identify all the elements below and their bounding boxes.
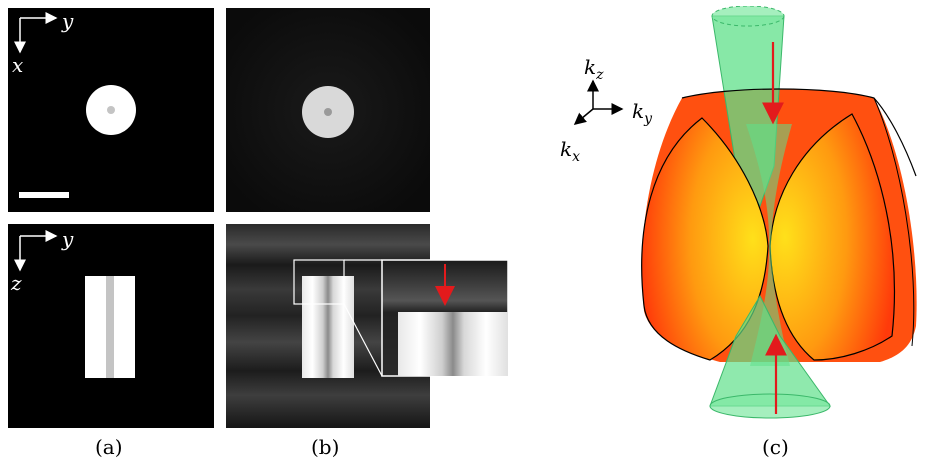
k-axes: kz ky kx — [560, 55, 653, 165]
shell-rim — [681, 88, 917, 177]
kx-label: kx — [560, 137, 580, 165]
upper-cone-rim — [711, 5, 785, 27]
inset-cylinder-edge — [398, 312, 508, 376]
panel-a-top: y x — [8, 8, 214, 212]
kspace-figure: kz ky kx — [560, 5, 917, 419]
panel-a-top-figure: y x — [12, 9, 136, 198]
reconstructed-cylinder — [302, 276, 354, 378]
reconstructed-disk-center — [324, 108, 332, 116]
panel-b-bottom-figure — [226, 224, 509, 428]
axis-label-z: z — [10, 271, 22, 295]
shell-edge — [873, 97, 915, 347]
caption-b: (b) — [311, 435, 340, 459]
right-cap — [769, 113, 896, 361]
zoom-region-box — [293, 259, 345, 305]
panel-b-bottom — [226, 224, 509, 428]
axis-label-y: y — [61, 9, 74, 33]
panel-b-top — [226, 8, 430, 212]
panel-c: kz ky kx — [540, 5, 938, 428]
panel-b-top-figure — [226, 8, 430, 212]
axis-label-x: x — [12, 53, 23, 77]
caption-a: (a) — [95, 435, 123, 459]
disk-center — [107, 106, 115, 114]
left-cap — [641, 117, 769, 361]
axis-label-y: y — [61, 227, 74, 251]
panel-a-bottom-figure: y z — [10, 227, 135, 378]
zoom-connector-bottom — [343, 303, 383, 377]
ky-label: ky — [632, 99, 653, 127]
caption-c: (c) — [762, 435, 789, 459]
kx-axis-arrow — [573, 108, 594, 125]
kz-label: kz — [584, 55, 604, 83]
lower-cone-rim — [709, 393, 831, 419]
zoom-inset — [381, 259, 509, 377]
scale-bar — [19, 192, 69, 198]
panel-a-bottom: y z — [8, 224, 214, 428]
cylinder-core — [106, 276, 114, 378]
